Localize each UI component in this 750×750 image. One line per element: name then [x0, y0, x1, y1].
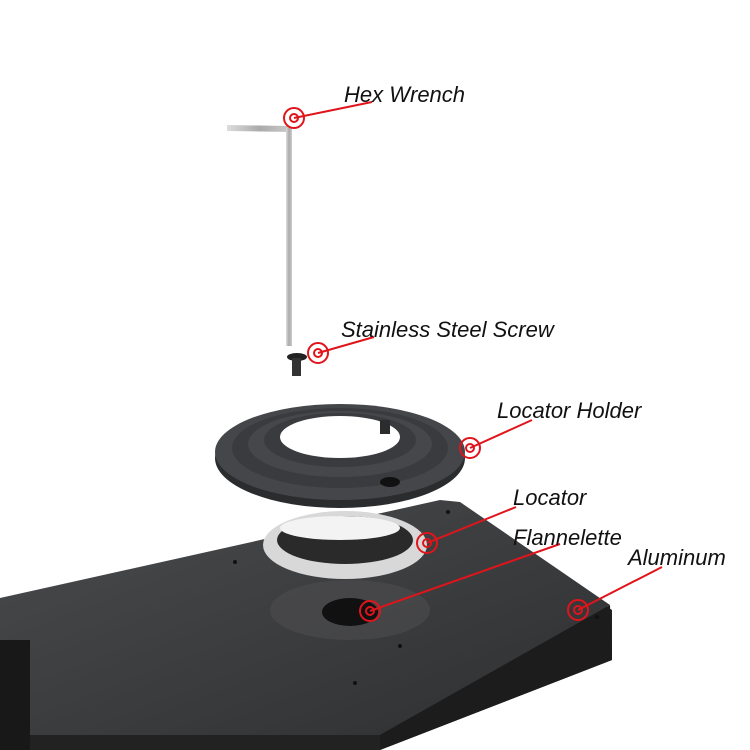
- label-hex-wrench: Hex Wrench: [344, 82, 466, 107]
- callout-locator-holder: [459, 419, 533, 459]
- hex-wrench: [227, 125, 292, 346]
- label-screw: Stainless Steel Screw: [341, 317, 554, 342]
- label-locator: Locator: [513, 485, 587, 510]
- label-flannelette: Flannelette: [513, 525, 622, 550]
- screw: [287, 353, 307, 376]
- callout-locator: [416, 506, 517, 554]
- callouts: [283, 101, 663, 622]
- callout-aluminum: [567, 566, 663, 621]
- locator: [263, 511, 427, 579]
- callout-screw: [307, 336, 375, 364]
- callout-hex-wrench: [283, 101, 373, 129]
- label-locator-holder: Locator Holder: [497, 398, 642, 423]
- aluminum-plate: [0, 500, 612, 750]
- callout-flannelette: [359, 543, 561, 622]
- locator-holder: [215, 404, 465, 508]
- label-aluminum: Aluminum: [628, 545, 726, 570]
